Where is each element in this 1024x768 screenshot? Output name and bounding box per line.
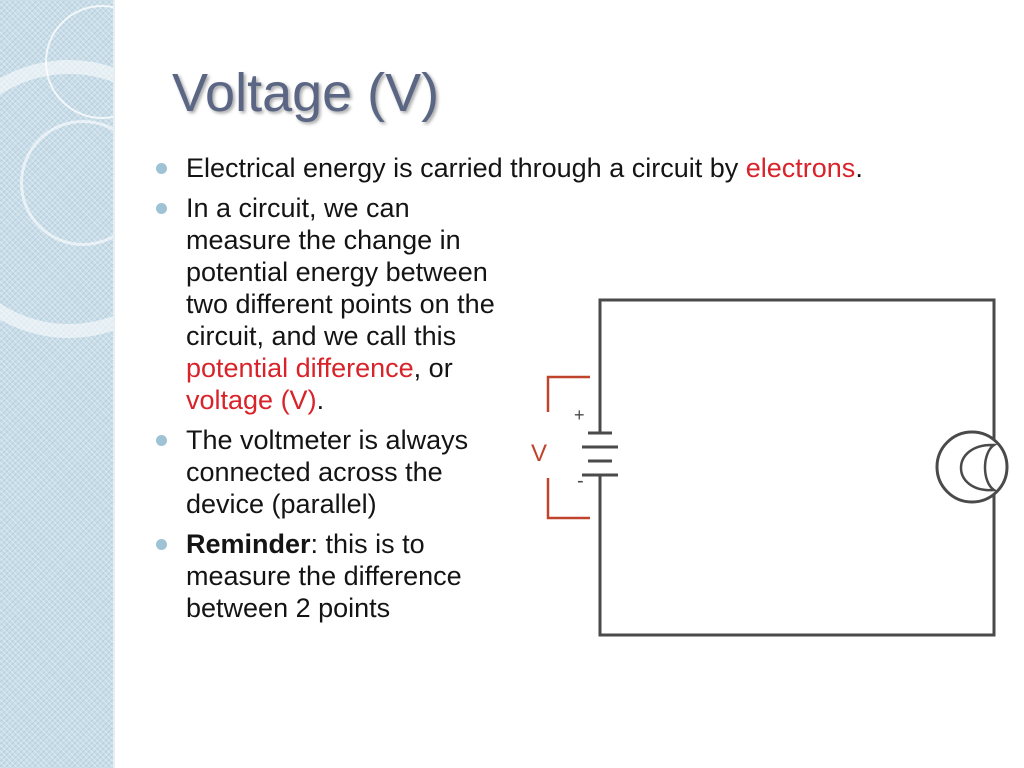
reminder-label: Reminder: [186, 529, 311, 559]
sidebar-edge: [113, 0, 115, 768]
circuit-wire: [598, 298, 996, 637]
highlight-potential-difference: potential difference: [186, 353, 414, 383]
voltage-bracket-top: [546, 375, 590, 412]
bullet-dot-icon: [156, 539, 167, 550]
lamp-icon: [935, 430, 1009, 504]
bullet-text: Electrical energy is carried through a c…: [186, 153, 746, 183]
slide-title: Voltage (V): [172, 63, 440, 123]
bullet-list: Electrical energy is carried through a c…: [150, 152, 863, 632]
decorative-sidebar: [0, 0, 113, 768]
lamp-filament-icon: [959, 443, 998, 492]
bullet-punct: .: [316, 385, 325, 415]
plus-sign: +: [574, 405, 585, 425]
bullet-voltmeter: The voltmeter is always connected across…: [150, 424, 516, 520]
bullet-dot-icon: [156, 435, 167, 446]
bullet-potential-difference: In a circuit, we can measure the change …: [150, 192, 516, 416]
voltage-bracket-bottom: [546, 478, 590, 520]
voltage-label: V: [531, 440, 547, 467]
bullet-punct: .: [855, 153, 863, 183]
bullet-reminder: Reminder: this is to measure the differe…: [150, 528, 516, 624]
bullet-dot-icon: [156, 203, 167, 214]
bullet-electrons: Electrical energy is carried through a c…: [150, 152, 866, 184]
highlight-voltage: voltage (V): [186, 385, 317, 415]
highlight-electrons: electrons: [745, 153, 856, 183]
minus-sign: -: [577, 470, 584, 492]
bullet-text: : this is to measure the difference betw…: [186, 529, 462, 623]
bullet-dot-icon: [156, 163, 167, 174]
bullet-text: The voltmeter is always connected across…: [186, 425, 469, 519]
bullet-text-mid: , or: [413, 353, 453, 383]
bullet-text: In a circuit, we can measure the change …: [186, 193, 495, 351]
circuit-diagram: + - V: [531, 298, 1009, 637]
